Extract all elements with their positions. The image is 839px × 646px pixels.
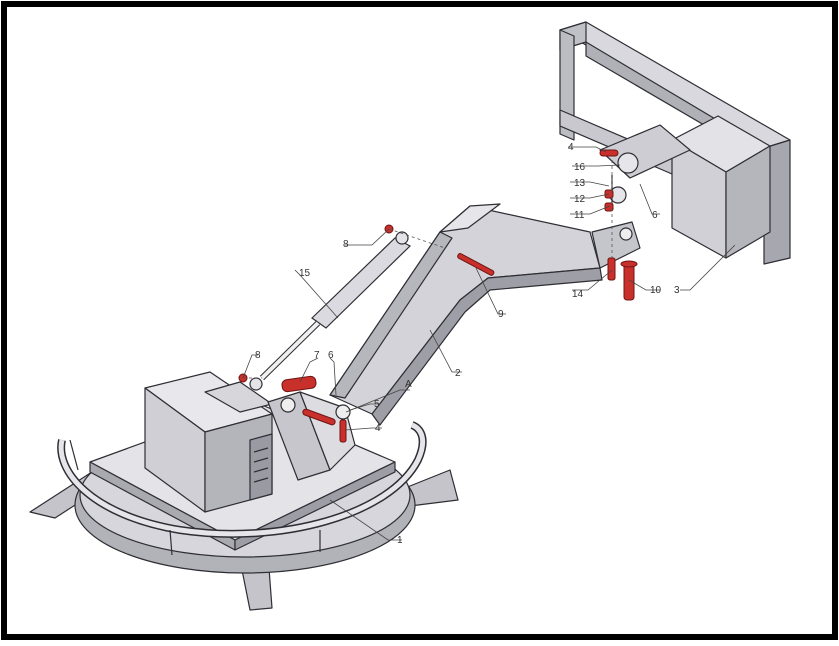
callout-15: 15 bbox=[299, 268, 311, 279]
callout-7: 7 bbox=[314, 350, 320, 361]
callout-2: 2 bbox=[455, 368, 461, 379]
pin-3 bbox=[302, 408, 336, 426]
callout-8-upper: 8 bbox=[343, 239, 349, 250]
callout-13: 13 bbox=[574, 178, 586, 189]
leader-lines bbox=[242, 146, 736, 541]
engine-housing bbox=[144, 371, 273, 513]
pin-10 bbox=[623, 261, 635, 301]
pin-4-lower bbox=[339, 419, 347, 443]
callout-A: A bbox=[405, 379, 412, 390]
callout-10: 10 bbox=[650, 285, 662, 296]
pin-9 bbox=[457, 253, 495, 276]
callout-12: 12 bbox=[574, 194, 586, 205]
callout-3: 3 bbox=[674, 285, 680, 296]
callout-6-upper: 6 bbox=[652, 210, 658, 221]
callout-8-lower: 8 bbox=[255, 350, 261, 361]
callout-9: 9 bbox=[498, 309, 504, 320]
pin-4-upper bbox=[599, 149, 619, 157]
pins bbox=[238, 149, 638, 443]
hydraulic-cylinder bbox=[249, 231, 412, 391]
callout-4-lower: 4 bbox=[375, 423, 381, 434]
attachment-frame bbox=[559, 21, 791, 265]
pin-14 bbox=[607, 257, 616, 281]
callout-6-lower: 6 bbox=[328, 350, 334, 361]
pin-11 bbox=[604, 202, 614, 212]
callout-1: 1 bbox=[397, 535, 403, 546]
main-boom bbox=[329, 203, 641, 426]
callout-5: 5 bbox=[374, 399, 380, 410]
pin-7 bbox=[281, 375, 317, 393]
callout-16: 16 bbox=[574, 162, 586, 173]
callout-14: 14 bbox=[572, 289, 584, 300]
callout-4-upper: 4 bbox=[568, 142, 574, 153]
callout-11: 11 bbox=[574, 210, 585, 221]
callout-labels: 1 2 3 5 4 A 6 7 8 8 9 10 11 12 13 14 15 … bbox=[255, 142, 680, 546]
assembly-lines bbox=[243, 160, 613, 379]
